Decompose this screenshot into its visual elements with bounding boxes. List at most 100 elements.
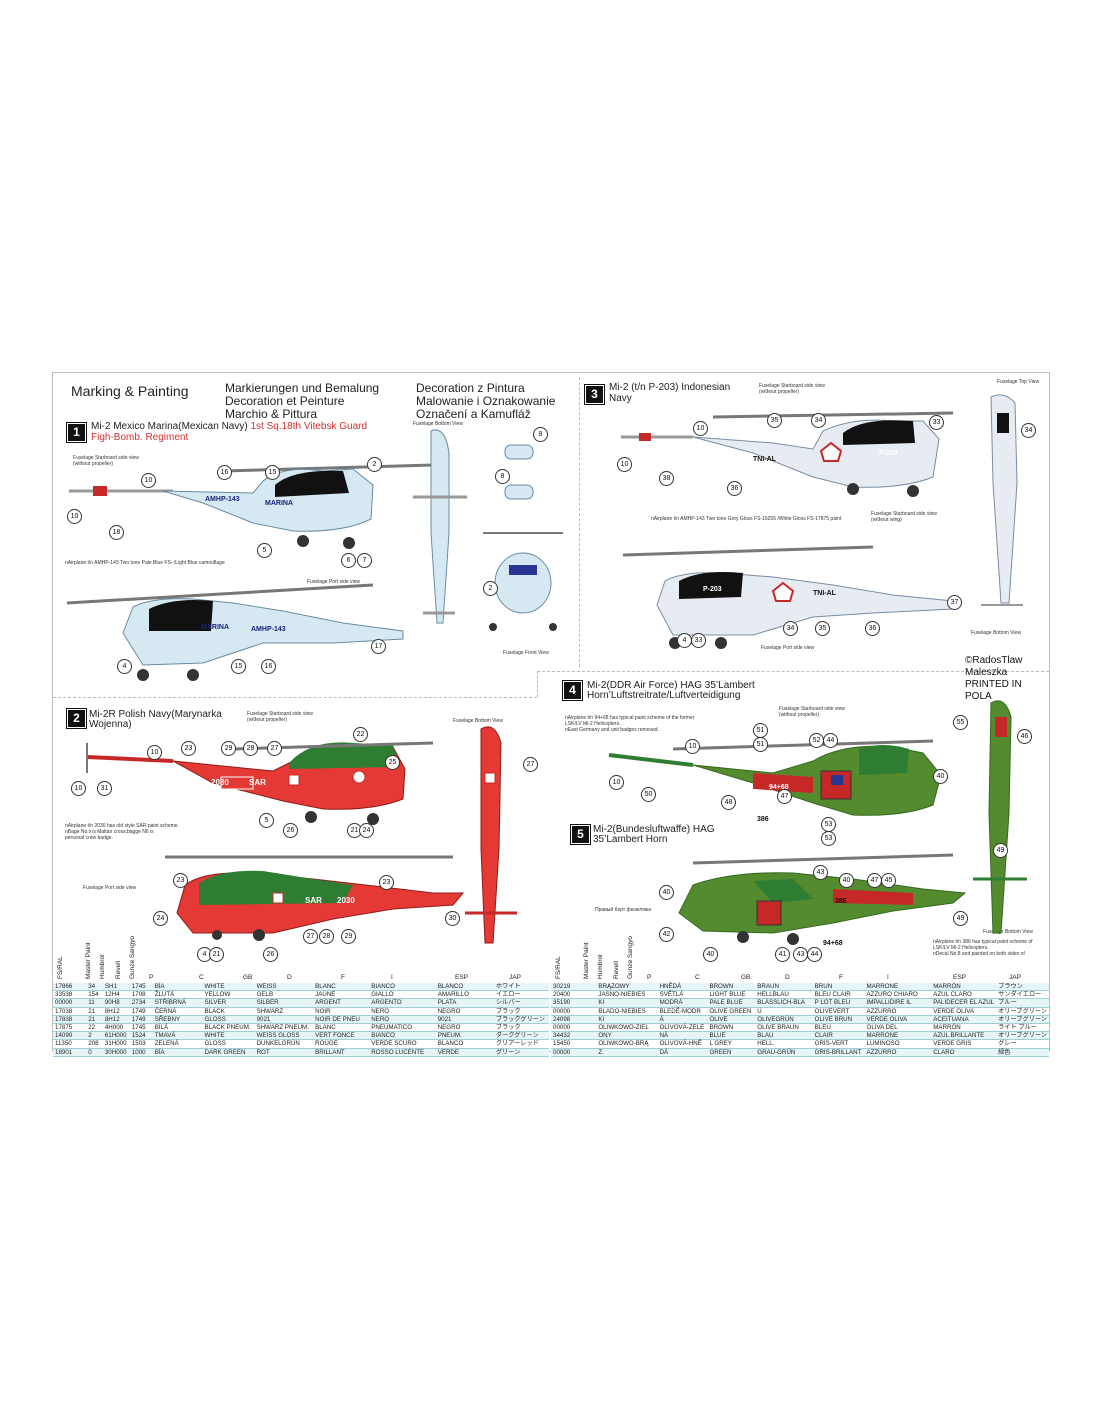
label-port-3: Fuselage Port side view <box>761 645 815 651</box>
paint-cell: P LOT BLEU <box>812 998 865 1008</box>
th-d: D <box>287 974 292 981</box>
callout-35: 35 <box>767 413 782 428</box>
paint-cell: HELLBLAU <box>755 990 813 1000</box>
callout-24b: 24 <box>153 911 168 926</box>
paint-cell: VERDE <box>435 1048 494 1057</box>
paint-cell: DUNKELGRÜN <box>254 1039 314 1049</box>
th-i: I <box>391 974 393 981</box>
callout-33b: 33 <box>691 633 706 648</box>
paint-cell: PLATA <box>435 998 494 1008</box>
paint-cell: 1745 <box>129 1023 153 1033</box>
paint-cell: 61H000 <box>102 1031 130 1041</box>
section-3-title2: Navy <box>609 393 632 404</box>
title-it: Marchio & Pittura <box>225 407 318 421</box>
paint-cell: ブラックグリーン <box>493 1015 549 1024</box>
paint-cell: AZUL BRILLANTE <box>931 1031 997 1041</box>
heli-3-starboard: TNI-AL P-203 <box>621 411 954 497</box>
reg-386-5: 386 <box>835 898 847 905</box>
heli-4-bottom <box>973 700 1027 934</box>
reg-p203-3: P-203 <box>879 450 898 457</box>
paint-cell: ARGENTO <box>369 998 436 1008</box>
paint-cell: オリーブグリーン <box>996 1031 1049 1041</box>
title-cz: Označení a Kamufláž <box>416 407 531 421</box>
paint-cell: GREEN <box>707 1048 756 1057</box>
paint-cell: AMARILLO <box>435 990 494 1000</box>
paint-cell: 1745 <box>129 983 153 992</box>
section-5-number: 5 <box>570 824 591 845</box>
th-p-r: P <box>647 974 652 981</box>
note-2: nAirplane t/n 2030 has old style SAR pai… <box>65 823 179 829</box>
paint-cell: 34 <box>86 983 103 992</box>
callout-23b: 23 <box>173 873 188 888</box>
reg-amhp-1: AMHP-143 <box>205 496 240 503</box>
paint-cell: OLIVOVÁ-HNĚ <box>657 1039 708 1049</box>
helicopter-drawings: AMHP-143 MARINA MARINA AMHP-143 <box>66 394 1027 947</box>
callout-27c: 27 <box>303 929 318 944</box>
paint-cell: 00000 <box>551 1023 597 1033</box>
callout-21b: 21 <box>209 947 224 962</box>
paint-cell: 緑色 <box>996 1048 1049 1057</box>
heli-1-bottom <box>413 429 467 624</box>
paint-cell: BLEU <box>812 1023 865 1033</box>
callout-24: 24 <box>359 823 374 838</box>
paint-cell: MARRONE <box>864 1031 932 1041</box>
callout-22: 22 <box>353 727 368 742</box>
paint-cell: ROT <box>254 1048 314 1057</box>
paint-cell: NÁ <box>657 1031 708 1041</box>
paint-cell: 15450 <box>551 1039 597 1049</box>
note-1: nAirplane t/n AMHP-143 Two tone Pale Blu… <box>65 560 225 566</box>
paint-cell: 18901 <box>53 1048 87 1057</box>
paint-cell: AZZURRO <box>864 1048 932 1057</box>
reg-sar-2: SAR <box>249 778 266 787</box>
section-3-title: Mi-2 (t/n P-203) Indonesian <box>609 382 731 393</box>
note-5: nAirplane t/n 386 has typical paint sche… <box>933 939 1033 957</box>
paint-cell: 9021 <box>435 1015 494 1024</box>
callout-34: 34 <box>811 413 826 428</box>
section-3-number: 3 <box>584 384 605 405</box>
callout-18: 18 <box>109 525 124 540</box>
paint-cell: NOIR <box>313 1007 370 1016</box>
callout-10e: 10 <box>147 745 162 760</box>
paint-cell: VERT FONCE <box>313 1031 370 1041</box>
callout-28: 28 <box>243 741 258 756</box>
paint-cell: オリーブグリーン <box>996 1007 1049 1016</box>
paint-cell: GLOSS <box>202 1015 255 1024</box>
paint-cell: OLIVE GREEN <box>707 1007 756 1016</box>
callout-10: 10 <box>141 473 156 488</box>
paint-cell: 12H4 <box>102 990 130 1000</box>
label-bottom-1: Fuselage Bottom View <box>413 421 463 427</box>
paint-cell: HNĚDÁ <box>657 983 708 992</box>
section-4-title: Mi-2(DDR Air Force) HAG 35’Lambert <box>587 680 755 691</box>
paint-cell: 20400 <box>551 990 597 1000</box>
callout-31: 31 <box>97 781 112 796</box>
callout-33: 33 <box>929 415 944 430</box>
th-humbrol-r: Humbrol <box>597 954 604 979</box>
label-stbd-1: Fuselage Starboard side view(without pro… <box>73 455 139 467</box>
paint-cell: ROUGE <box>313 1039 370 1049</box>
paint-cell: 11350 <box>53 1039 87 1049</box>
paint-cell: 1524 <box>129 1031 153 1041</box>
section-5-title2: 35’Lambert Horn <box>593 834 668 845</box>
paint-cell: ŽLUTÁ <box>152 990 203 1000</box>
paint-cell: WHITE <box>202 1031 255 1041</box>
callout-42: 42 <box>659 927 674 942</box>
paint-cell: 8H12 <box>102 1015 130 1024</box>
reg-p203-3p: P-203 <box>703 586 722 593</box>
callout-15b: 15 <box>231 659 246 674</box>
paint-cell: 21 <box>86 1007 103 1016</box>
paint-cell: 14090 <box>53 1031 87 1041</box>
reg-amhp-1p: AMHP-143 <box>251 626 286 633</box>
divider-step <box>537 671 538 697</box>
callout-48: 48 <box>721 795 736 810</box>
paint-cell: PNEUM. <box>435 1031 494 1041</box>
paint-cell: 1749 <box>129 1015 153 1024</box>
th-f: F <box>341 974 345 981</box>
heli-3-top <box>981 394 1023 606</box>
paint-cell: OLIVE BRAUN <box>755 1023 813 1033</box>
paint-cell: OLIVOVÁ-ZELE <box>657 1023 708 1033</box>
